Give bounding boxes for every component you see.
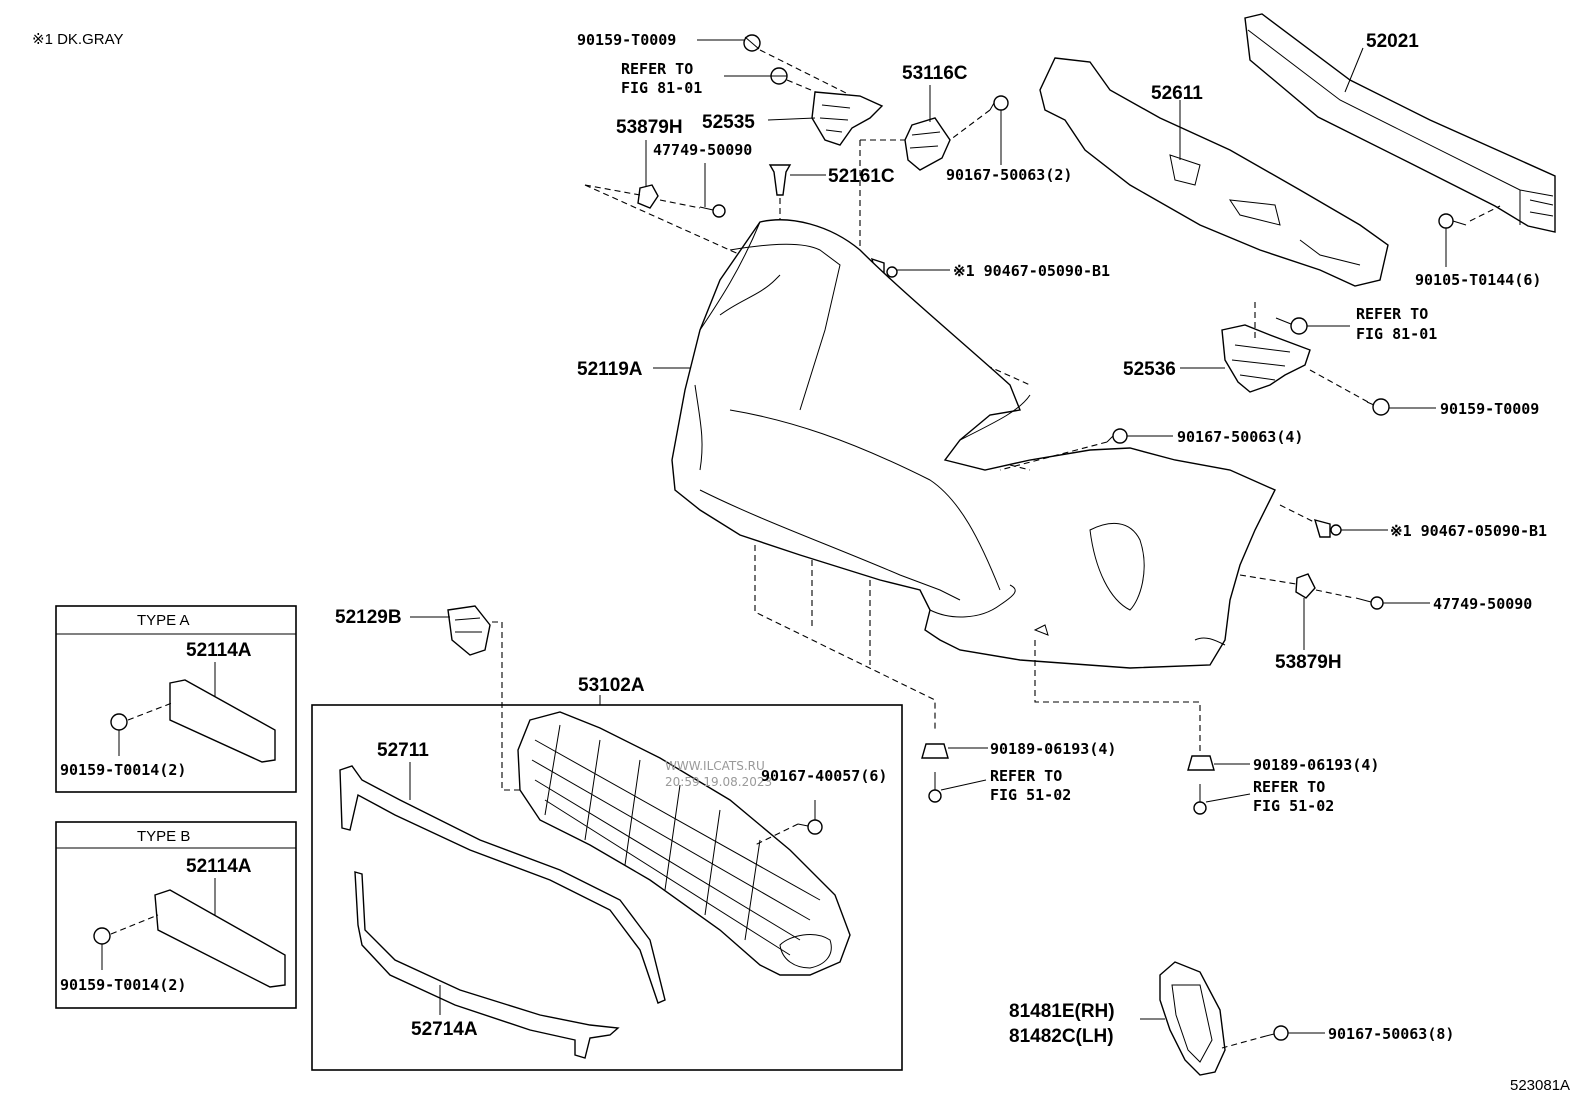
label-52611: 52611	[1151, 83, 1203, 104]
label-53116c: 53116C	[902, 63, 968, 84]
refer-fig51-right-line1: REFER TO	[1253, 778, 1325, 796]
nut-90189-left-icon	[921, 743, 949, 759]
bolt-fig51-left-icon	[928, 772, 942, 803]
license-bracket-type-a	[169, 679, 276, 763]
label-90167-50063-2: 90167-50063(2)	[946, 166, 1072, 184]
bolt-type-b-icon	[93, 927, 111, 945]
label-90467-top: ※1 90467-05090-B1	[953, 262, 1110, 280]
label-52021: 52021	[1366, 31, 1419, 52]
type-a-panel: TYPE A 52114A 90159-T0014(2)	[55, 605, 297, 793]
grille-assembly-box	[311, 704, 903, 1071]
retainer-53879h-right	[1295, 573, 1316, 599]
screw-47749-left-icon	[699, 204, 726, 218]
bolt-90105-icon	[1438, 213, 1467, 229]
nut-90189-right-icon	[1187, 755, 1215, 771]
type-b-part-label: 52114A	[186, 856, 252, 877]
type-a-bolt-label: 90159-T0014(2)	[60, 761, 186, 779]
label-90467-right: ※1 90467-05090-B1	[1390, 522, 1547, 540]
bracket-53116c	[904, 117, 951, 171]
figure-code: 523081A	[1510, 1077, 1570, 1094]
clip-90159-right-icon	[1366, 398, 1390, 416]
label-52161c: 52161C	[828, 166, 895, 187]
label-52129b: 52129B	[335, 607, 402, 628]
leader-52021	[1344, 47, 1364, 93]
bolt-90167-50063-2-icon	[989, 95, 1009, 111]
grille-53102a	[517, 711, 851, 976]
label-90189-right: 90189-06193(4)	[1253, 756, 1379, 774]
refer-fig51-right-line2: FIG 51-02	[1253, 797, 1334, 815]
label-90167-50063-8: 90167-50063(8)	[1328, 1025, 1454, 1043]
label-52535: 52535	[702, 112, 755, 133]
license-bracket-type-b	[154, 889, 286, 988]
clip-90159-top-icon	[743, 34, 761, 52]
label-53879h-right: 53879H	[1275, 652, 1342, 673]
label-53879h-left: 53879H	[616, 117, 683, 138]
energy-absorber-52611	[1039, 57, 1389, 287]
label-52536: 52536	[1123, 359, 1176, 380]
label-81482c: 81482C(LH)	[1009, 1026, 1114, 1047]
type-b-panel: TYPE B 52114A 90159-T0014(2)	[55, 821, 297, 1009]
refer-fig51-left-line2: FIG 51-02	[990, 786, 1071, 804]
type-b-title: TYPE B	[137, 828, 190, 845]
bolt-refer-right-icon	[1275, 317, 1308, 335]
molding-52711	[339, 765, 666, 1004]
watermark-line2: 20:59 19.08.2023	[665, 775, 772, 789]
watermark-line1: WWW.ILCATS.RU	[665, 759, 765, 773]
bumper-cover-52119a	[671, 219, 1276, 669]
bracket-52535	[811, 91, 884, 146]
retainer-53879h-left	[637, 184, 659, 209]
refer-right-line1: REFER TO	[1356, 305, 1428, 323]
bolt-fig51-right-icon	[1193, 784, 1207, 815]
label-90159-t0009-right: 90159-T0009	[1440, 400, 1539, 418]
label-90105: 90105-T0144(6)	[1415, 271, 1541, 289]
refer-right-line2: FIG 81-01	[1356, 325, 1437, 343]
type-a-part-label: 52114A	[186, 640, 252, 661]
label-52714a: 52714A	[411, 1019, 478, 1040]
type-a-title: TYPE A	[137, 612, 190, 629]
bolt-90167-40057-icon	[797, 819, 823, 835]
label-53102a: 53102A	[578, 675, 645, 696]
label-52711: 52711	[377, 740, 429, 761]
note-label: ※1 DK.GRAY	[32, 31, 123, 48]
clip-90167-50063-4-icon	[1106, 428, 1128, 444]
refer-top-line2: FIG 81-01	[621, 79, 702, 97]
label-90189-left: 90189-06193(4)	[990, 740, 1116, 758]
label-90167-40057: 90167-40057(6)	[761, 767, 887, 785]
label-81481e: 81481E(RH)	[1009, 1001, 1115, 1022]
type-b-bolt-label: 90159-T0014(2)	[60, 976, 186, 994]
label-47749-right: 47749-50090	[1433, 595, 1532, 613]
label-90167-50063-4: 90167-50063(4)	[1177, 428, 1303, 446]
screw-90467-right-icon	[1313, 519, 1342, 538]
refer-fig51-left-line1: REFER TO	[990, 767, 1062, 785]
bolt-type-a-icon	[110, 713, 128, 731]
label-47749-left: 47749-50090	[653, 141, 752, 159]
bracket-52536	[1221, 324, 1311, 393]
bolt-refer-top-icon	[770, 67, 788, 85]
bracket-52129b	[447, 605, 491, 656]
fog-cover-81481e	[1159, 961, 1226, 1076]
refer-top-line1: REFER TO	[621, 60, 693, 78]
bolt-90167-50063-8-icon	[1265, 1025, 1289, 1041]
screw-47749-right-icon	[1355, 596, 1384, 610]
molding-52714a	[354, 871, 620, 1059]
clip-52161c-icon	[768, 164, 792, 196]
label-90159-t0009-top: 90159-T0009	[577, 31, 676, 49]
label-52119a: 52119A	[577, 359, 643, 380]
